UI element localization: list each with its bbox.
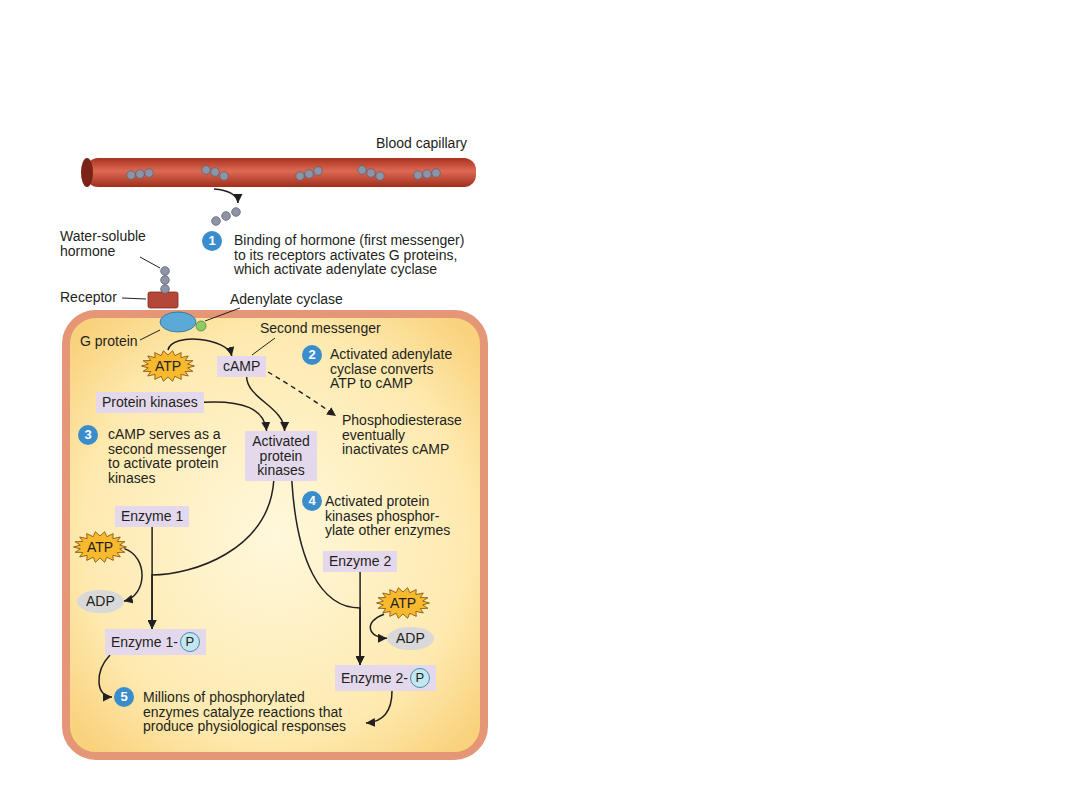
enzyme-box: cAMP (217, 356, 266, 377)
receptor-protein (148, 292, 178, 308)
adp-oval: ADP (77, 590, 124, 613)
flow-arrow (370, 614, 387, 638)
atp-starburst: ATP (73, 531, 127, 563)
node-text: ADP (86, 593, 115, 609)
text-label: Binding of hormone (first messenger) to … (234, 233, 474, 277)
response-arrow (99, 655, 112, 697)
text-label: Second messenger (260, 321, 381, 336)
bound-hormone (161, 267, 170, 294)
node-text: ATP (87, 540, 113, 555)
callout-number: 1 (202, 231, 222, 251)
text-label: Phosphodiesterase eventually inactivates… (342, 413, 470, 457)
node-text: Enzyme 2- (341, 671, 408, 686)
enzyme-box: Enzyme 1-P (105, 629, 206, 655)
callout-number: 5 (114, 687, 134, 707)
capillary-tube (86, 158, 476, 187)
cell-membrane (66, 314, 484, 756)
enzyme-box: Enzyme 2 (323, 551, 397, 572)
response-arrow (366, 691, 392, 723)
enzyme-box: Enzyme 2-P (335, 665, 436, 691)
phosphate-circle: P (410, 668, 430, 688)
flow-arrow (247, 377, 285, 432)
flow-arrow (152, 481, 274, 630)
callout-number: 4 (302, 491, 322, 511)
phosphate-circle: P (180, 632, 200, 652)
enzyme-box: Protein kinases (96, 392, 204, 413)
node-text: ATP (155, 359, 181, 374)
text-label: Receptor (60, 290, 117, 305)
node-text: Protein kinases (102, 394, 198, 410)
starburst-outline (377, 588, 430, 619)
starburst-outline (74, 532, 127, 563)
blood-capillary (81, 158, 476, 187)
flow-arrow (124, 549, 142, 602)
atp-starburst: ATP (141, 350, 195, 382)
inactivation-arrow (268, 372, 336, 416)
adp-oval: ADP (387, 627, 434, 650)
flow-arrow (168, 339, 232, 356)
node-text: Activated protein kinases (251, 434, 311, 478)
node-text: cAMP (223, 358, 260, 374)
enzyme-box: Enzyme 1 (115, 506, 189, 527)
text-label: G protein (80, 334, 138, 349)
callout-number: 2 (302, 345, 322, 365)
node-text: ATP (390, 596, 416, 611)
capillary-opening (81, 158, 93, 187)
node-text: Enzyme 1 (121, 508, 183, 524)
node-text: ADP (396, 630, 425, 646)
node-text: Enzyme 1- (111, 635, 178, 650)
text-label: Activated protein kinases phosphor- ylat… (325, 494, 457, 538)
hormone-molecules (127, 166, 441, 226)
text-label: Blood capillary (376, 136, 467, 151)
text-label: Millions of phosphorylated enzymes catal… (143, 690, 359, 734)
release-arrow (214, 189, 238, 203)
node-text: Enzyme 2 (329, 553, 391, 569)
enzyme-box: Activated protein kinases (245, 431, 317, 481)
starburst-outline (142, 351, 195, 382)
text-label: Adenylate cyclase (230, 292, 343, 307)
adenylate-cyclase (196, 321, 206, 331)
callout-number: 3 (78, 425, 98, 445)
text-label: Activated adenylate cyclase converts ATP… (330, 347, 460, 391)
atp-starburst: ATP (376, 587, 430, 619)
g-protein (160, 312, 196, 332)
text-label: cAMP serves as a second messenger to act… (108, 427, 232, 485)
text-label: Water-soluble hormone (60, 229, 160, 258)
